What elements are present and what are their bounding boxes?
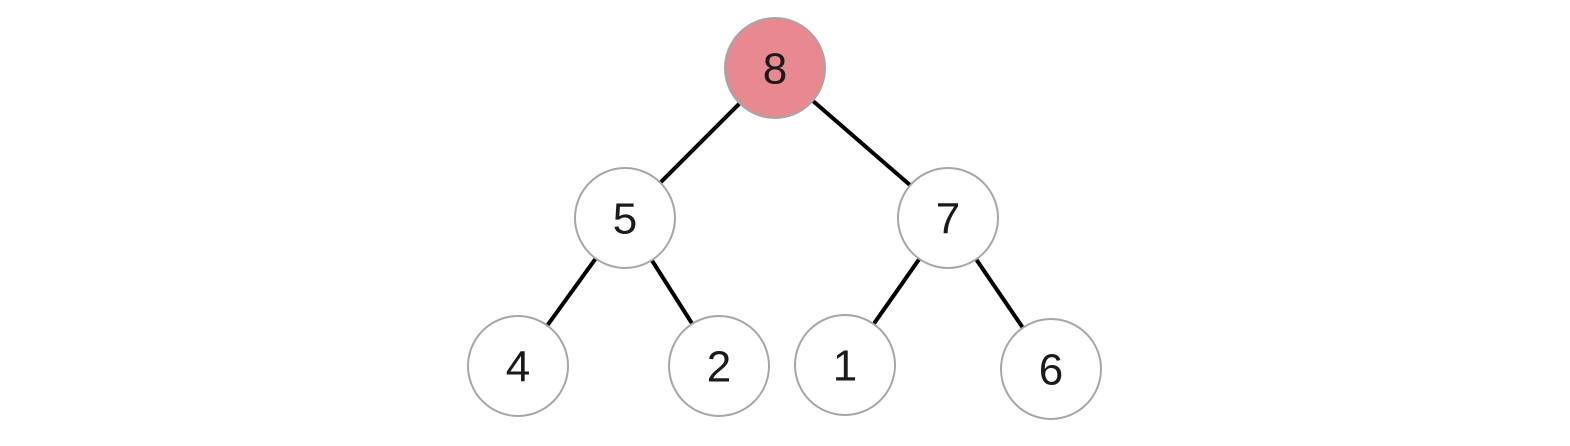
tree-node-7: 7: [897, 167, 999, 269]
tree-node-label: 7: [936, 194, 960, 243]
tree-node-8: 8: [724, 17, 826, 119]
tree-node-label: 6: [1039, 345, 1063, 394]
tree-node-5: 5: [574, 167, 676, 269]
tree-node-label: 8: [763, 44, 787, 93]
tree-node-2: 2: [668, 315, 770, 417]
tree-node-circle: [467, 315, 569, 417]
tree-node-label: 5: [613, 194, 637, 243]
tree-node-label: 1: [833, 341, 857, 390]
tree-node-label: 4: [506, 342, 530, 391]
tree-node-circle: [1000, 318, 1102, 420]
tree-node-label: 2: [707, 342, 731, 391]
tree-node-4: 4: [467, 315, 569, 417]
tree-node-6: 6: [1000, 318, 1102, 420]
tree-node-1: 1: [794, 314, 896, 416]
tree-node-circle: [897, 167, 999, 269]
tree-node-circle-highlighted: [724, 17, 826, 119]
tree-node-circle: [574, 167, 676, 269]
tree-node-circle: [794, 314, 896, 416]
tree-node-circle: [668, 315, 770, 417]
